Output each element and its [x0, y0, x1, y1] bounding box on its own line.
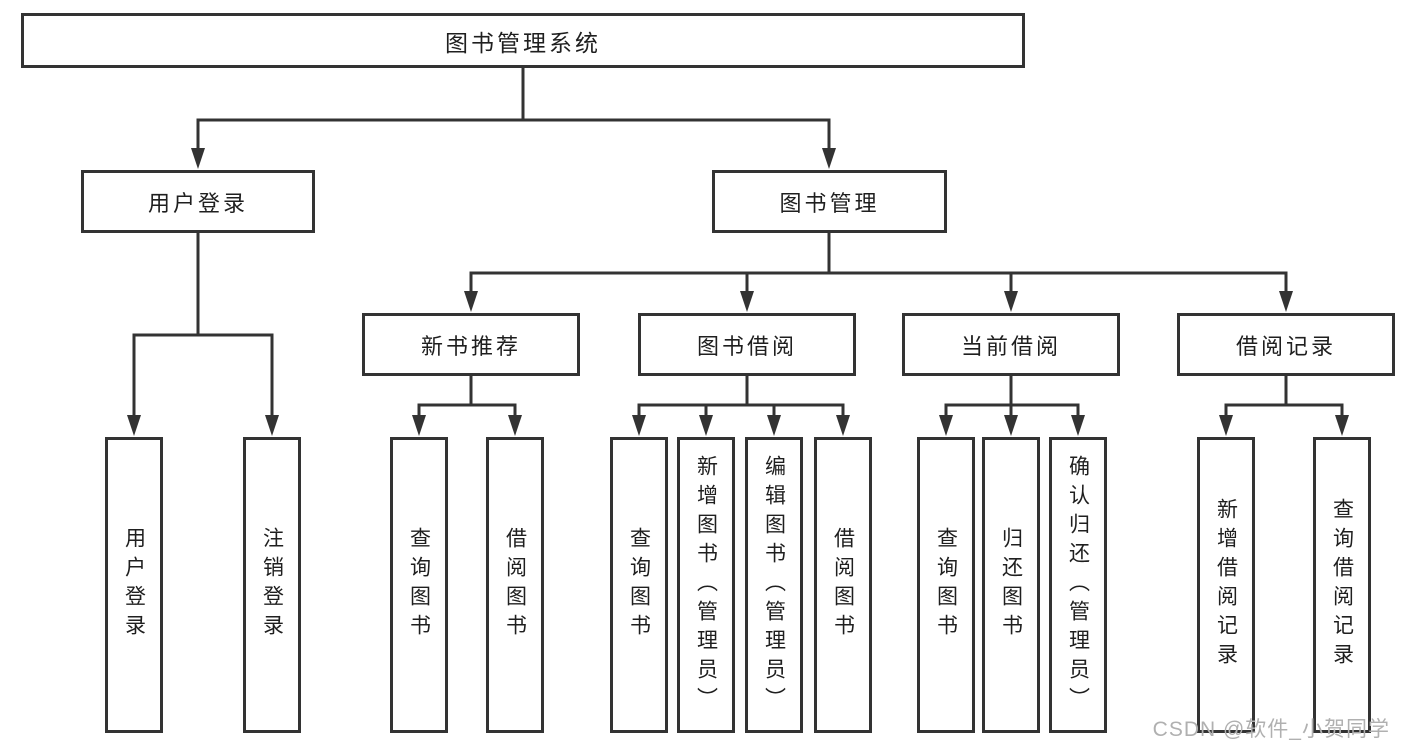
node-label: 图书借阅 [696, 333, 797, 359]
leaf-label: 查询借阅记录 [1330, 498, 1354, 672]
leaf-label: 新增借阅记录 [1214, 498, 1238, 672]
node-book-borrow: 图书借阅 [638, 313, 856, 376]
arrowhead-icon [464, 291, 478, 312]
arrowhead-icon [822, 148, 836, 169]
leaf-add-book-admin: 新增图书（管理员） [677, 437, 735, 733]
leaf-label: 注销登录 [260, 527, 284, 643]
leaf-label: 查询图书 [407, 527, 431, 643]
arrowhead-icon [127, 415, 141, 436]
leaf-query-borrow-record: 查询借阅记录 [1313, 437, 1371, 733]
branch-book-borrow [637, 376, 845, 416]
branch-book-management [469, 233, 1288, 292]
leaf-return-book: 归还图书 [982, 437, 1040, 733]
arrowhead-icon [767, 415, 781, 436]
arrowhead-icon [508, 415, 522, 436]
node-user-login: 用户登录 [81, 170, 315, 233]
node-label: 图书管理系统 [445, 29, 601, 56]
node-book-management: 图书管理 [712, 170, 947, 233]
node-new-book-recommend: 新书推荐 [362, 313, 580, 376]
branch-current-borrow [944, 376, 1080, 416]
arrowhead-icon [1071, 415, 1085, 436]
arrowhead-icon [1335, 415, 1349, 436]
node-label: 用户登录 [147, 190, 248, 216]
arrowhead-icon [1279, 291, 1293, 312]
leaf-label: 借阅图书 [831, 527, 855, 643]
arrowhead-icon [836, 415, 850, 436]
branch-new-book [417, 376, 517, 416]
leaf-label: 借阅图书 [503, 527, 527, 643]
node-label: 新书推荐 [420, 333, 521, 359]
leaf-label: 归还图书 [999, 527, 1023, 643]
leaf-label: 查询图书 [627, 527, 651, 643]
branch-root [196, 68, 831, 150]
leaf-label: 编辑图书（管理员） [762, 454, 786, 716]
arrowhead-icon [1219, 415, 1233, 436]
node-label: 当前借阅 [960, 333, 1061, 359]
leaf-label: 查询图书 [934, 527, 958, 643]
leaf-query-book-current: 查询图书 [917, 437, 975, 733]
arrowhead-icon [265, 415, 279, 436]
leaf-edit-book-admin: 编辑图书（管理员） [745, 437, 803, 733]
leaf-label: 新增图书（管理员） [694, 454, 718, 716]
leaf-label: 确认归还（管理员） [1066, 454, 1090, 716]
arrowhead-icon [939, 415, 953, 436]
leaf-query-book-new: 查询图书 [390, 437, 448, 733]
arrowhead-icons [127, 148, 1349, 436]
arrowhead-icon [412, 415, 426, 436]
arrowhead-icon [699, 415, 713, 436]
leaf-confirm-return-admin: 确认归还（管理员） [1049, 437, 1107, 733]
node-borrow-records: 借阅记录 [1177, 313, 1395, 376]
arrowhead-icon [1004, 291, 1018, 312]
arrowhead-icon [740, 291, 754, 312]
node-label: 借阅记录 [1235, 333, 1336, 359]
branch-user-login [132, 233, 274, 416]
node-label: 图书管理 [779, 190, 880, 216]
leaf-borrow-book-new: 借阅图书 [486, 437, 544, 733]
node-library-management-system: 图书管理系统 [21, 13, 1025, 68]
leaf-logout-login: 注销登录 [243, 437, 301, 733]
node-current-borrow: 当前借阅 [902, 313, 1120, 376]
arrowhead-icon [632, 415, 646, 436]
arrowhead-icon [1004, 415, 1018, 436]
watermark: CSDN @软件_小贺同学 [1152, 718, 1390, 741]
leaf-user-login: 用户登录 [105, 437, 163, 733]
leaf-query-book-borrow: 查询图书 [610, 437, 668, 733]
leaf-label: 用户登录 [122, 527, 146, 643]
arrowhead-icon [191, 148, 205, 169]
leaf-add-borrow-record: 新增借阅记录 [1197, 437, 1255, 733]
leaf-borrow-book: 借阅图书 [814, 437, 872, 733]
branch-borrow-records [1224, 376, 1344, 416]
